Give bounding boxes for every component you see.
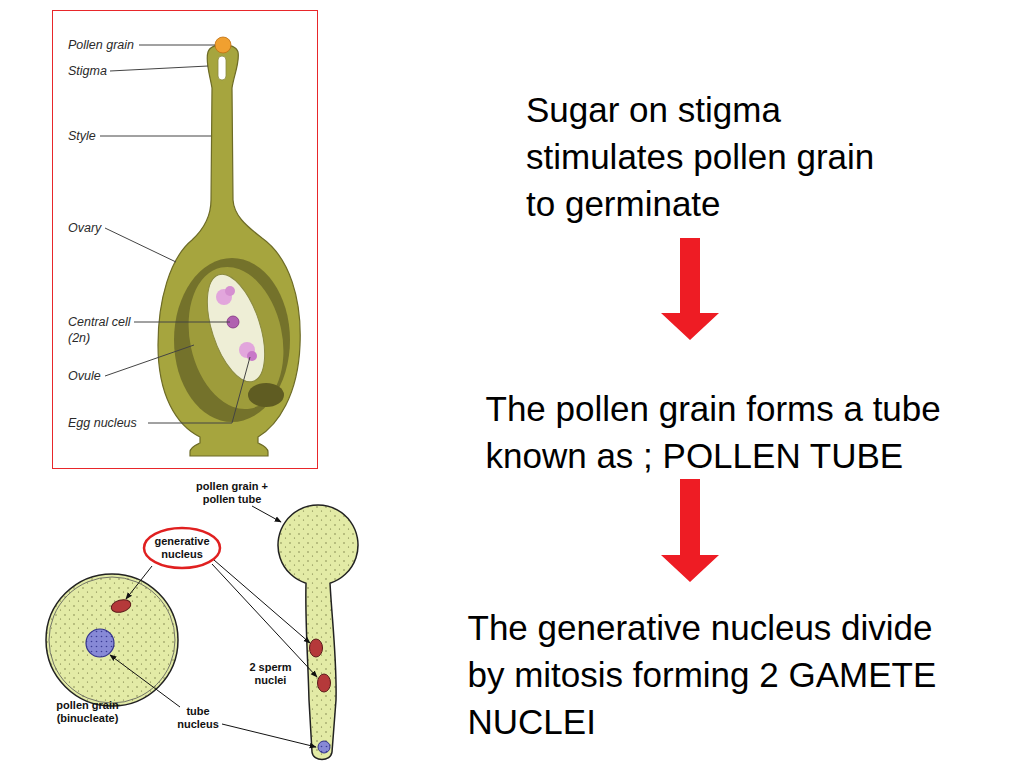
leader-line bbox=[105, 228, 176, 262]
part-label: Ovule bbox=[68, 368, 168, 384]
part-label: Central cell (2n) bbox=[68, 314, 138, 346]
flow-arrow bbox=[661, 479, 719, 582]
part-label: pollen grain + pollen tube bbox=[182, 480, 282, 506]
pointer-arrow bbox=[222, 724, 316, 747]
tube-nucleus-symbol bbox=[318, 741, 330, 753]
part-label: 2 sperm nuclei bbox=[243, 661, 298, 687]
pointer-arrow bbox=[110, 655, 180, 707]
leader-line bbox=[134, 322, 230, 323]
sperm-nucleus-symbol bbox=[318, 674, 331, 692]
pollen-grain-cell bbox=[46, 574, 178, 706]
embryo-sac bbox=[196, 267, 276, 388]
ellipse-outline bbox=[144, 528, 220, 568]
pollen-grain-symbol bbox=[215, 37, 231, 53]
sperm-nucleus-symbol bbox=[310, 639, 323, 657]
pointer-arrow bbox=[214, 560, 310, 643]
leader-line bbox=[100, 136, 211, 137]
step-text: generative nucleus bbox=[145, 535, 219, 561]
callout-ellipse: generative nucleus bbox=[142, 526, 222, 570]
pollen-wall bbox=[49, 577, 175, 703]
pistil-body bbox=[158, 45, 300, 457]
step-box: The generative nucleus divide by mitosis… bbox=[460, 582, 970, 752]
stigma-canal bbox=[218, 56, 226, 80]
part-label: Ovary bbox=[68, 220, 168, 236]
pollen-tube bbox=[278, 505, 358, 759]
leader-line bbox=[110, 66, 208, 71]
egg-nucleus-symbol bbox=[247, 351, 257, 361]
step-box: The pollen grain forms a tube known as ;… bbox=[478, 340, 988, 479]
tube-nucleus-symbol bbox=[86, 629, 114, 657]
leader-line bbox=[139, 45, 215, 46]
generative-nucleus-symbol bbox=[110, 598, 132, 615]
part-label: Style bbox=[68, 128, 168, 144]
step-text: The generative nucleus divide by mitosis… bbox=[468, 604, 963, 745]
pointer-arrow bbox=[212, 564, 317, 677]
part-label: tube nucleus bbox=[173, 705, 223, 731]
part-label: Stigma bbox=[68, 63, 168, 79]
ovule-stalk bbox=[248, 383, 284, 407]
flow-arrow bbox=[661, 238, 719, 340]
pointer-arrow bbox=[126, 566, 152, 599]
antipodal-cell bbox=[225, 286, 235, 296]
leader-line bbox=[148, 357, 250, 423]
leader-line bbox=[105, 345, 194, 376]
part-label: Pollen grain bbox=[68, 37, 168, 53]
part-label: Egg nucleus bbox=[68, 415, 168, 431]
step-text: The pollen grain forms a tube known as ;… bbox=[486, 385, 981, 479]
ovule-symbol bbox=[176, 258, 296, 418]
part-label: pollen grain (binucleate) bbox=[50, 699, 125, 725]
pointer-arrow bbox=[252, 506, 281, 522]
step-box: Sugar on stigma stimulates pollen grain … bbox=[522, 86, 902, 238]
picture-frame bbox=[53, 11, 318, 469]
step-text: Sugar on stigma stimulates pollen grain … bbox=[526, 86, 898, 227]
